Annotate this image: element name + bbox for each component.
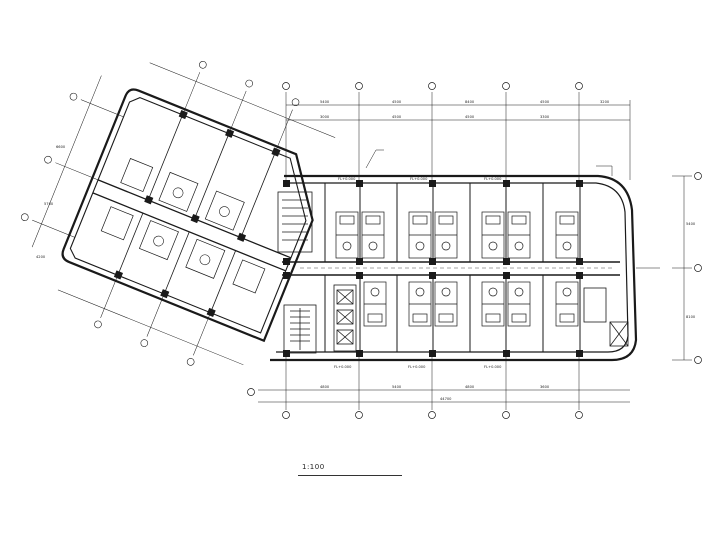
drawing-caption: 1:100 bbox=[298, 462, 325, 472]
dim-bottom-3: 4800 bbox=[465, 385, 475, 389]
dim-top-b4: 3300 bbox=[540, 115, 550, 119]
dim-left-3: 4200 bbox=[36, 255, 46, 259]
dim-right-1: 5400 bbox=[686, 222, 696, 226]
upper-room-partitions bbox=[324, 183, 581, 262]
dim-right-2: 8100 bbox=[686, 315, 696, 319]
dim-left-1: 6600 bbox=[56, 145, 66, 149]
dimension-labels: 5400 4500 8400 4500 3200 3000 4500 4500 … bbox=[36, 100, 696, 401]
grid-bubbles bbox=[247, 82, 702, 419]
level-mark-2: FL+0.000 bbox=[410, 177, 428, 181]
level-mark-1: FL+0.000 bbox=[338, 177, 356, 181]
dim-top-5: 3200 bbox=[600, 100, 610, 104]
dimension-lines bbox=[258, 92, 692, 410]
dim-bottom-total: 44700 bbox=[440, 397, 452, 401]
level-mark-4: FL+0.000 bbox=[334, 365, 352, 369]
drawing-scale: 1:100 bbox=[302, 463, 325, 471]
dim-bottom-4: 3600 bbox=[540, 385, 550, 389]
left-wing bbox=[20, 60, 336, 366]
level-mark-3: FL+0.000 bbox=[484, 177, 502, 181]
main-wing-outer-wall bbox=[270, 174, 638, 362]
caption-underline bbox=[298, 475, 402, 476]
dim-top-1: 5400 bbox=[320, 100, 330, 104]
level-mark-6: FL+0.000 bbox=[484, 365, 502, 369]
level-mark-5: FL+0.000 bbox=[408, 365, 426, 369]
dim-top-b2: 4500 bbox=[392, 115, 402, 119]
dim-top-b1: 3000 bbox=[320, 115, 330, 119]
dim-left-2: 5700 bbox=[44, 202, 54, 206]
dim-top-2: 4500 bbox=[392, 100, 402, 104]
lower-room-partitions bbox=[324, 275, 581, 352]
structural-columns bbox=[283, 180, 583, 357]
dim-top-3: 8400 bbox=[465, 100, 475, 104]
vertical-core bbox=[277, 191, 629, 354]
dim-top-b3: 4500 bbox=[465, 115, 475, 119]
lower-bathrooms bbox=[363, 281, 579, 327]
dim-bottom-1: 4800 bbox=[320, 385, 330, 389]
dim-top-4: 4500 bbox=[540, 100, 550, 104]
main-wing-inner-wall bbox=[276, 182, 629, 353]
upper-bathrooms bbox=[335, 211, 579, 259]
dim-bottom-2: 5400 bbox=[392, 385, 402, 389]
